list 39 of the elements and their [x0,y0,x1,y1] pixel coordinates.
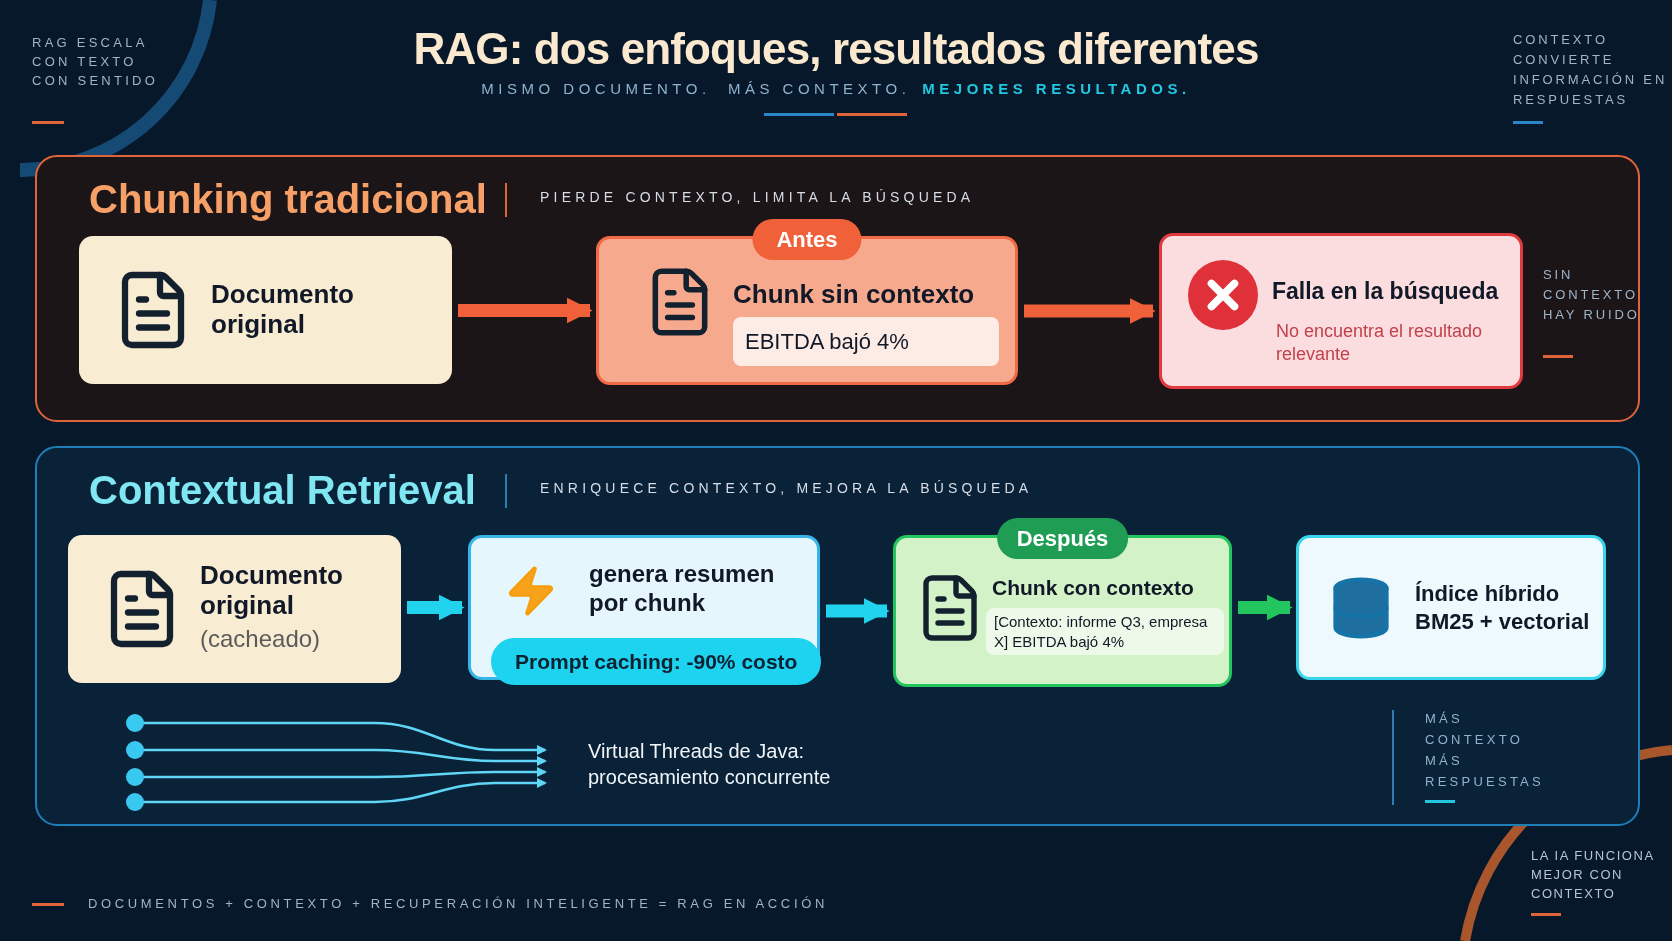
status-badge: Después [996,518,1129,559]
arrow [458,297,593,324]
card-title: Chunk sin contexto [733,278,975,311]
section-subtitle: ENRIQUECE CONTEXTO, MEJORA LA BÚSQUEDA [540,479,1033,498]
arrow [1024,298,1156,324]
arrow [407,594,465,621]
footer-note: DOCUMENTOS + CONTEXTO + RECUPERACIÓN INTELIGENTE = RAG EN ACCIÓN [88,895,828,913]
card-title: Falla en la búsqueda [1272,277,1499,306]
card-title: genera resumen por chunk [589,560,776,618]
arrow [1238,594,1293,621]
side-note: MÁS CONTEXTO MÁS RESPUESTAS [1425,710,1545,791]
side-note: CONTEXTO CONVIERTE INFORMACIÓN EN RESPUESTAS [1513,31,1669,109]
status-badge: Antes [752,219,862,260]
document-card [79,236,452,384]
card-title: Índice híbrido BM25 + vectorial [1415,580,1591,635]
section-heading: Chunking tradicional [89,176,487,223]
error-card [1159,233,1523,389]
card-note: (cacheado) [200,623,322,654]
chunk-text: EBITDA bajó 4% [733,317,999,366]
side-note: RAG ESCALA CON TEXTO CON SENTIDO [32,34,160,90]
side-note: LA IA FUNCIONA MEJOR CON CONTEXTO [1531,847,1655,903]
side-note: SIN CONTEXTO HAY RUIDO [1543,266,1641,324]
document-card [68,535,401,683]
card-title: Documento original [200,561,344,621]
chunk-text: [Contexto: informe Q3, empresa X] EBITDA bajó 4% [986,608,1224,655]
section-panel [35,155,1640,422]
threads-caption: Virtual Threads de Java: procesamiento concurrente [588,739,832,790]
card-title: Chunk con contexto [992,575,1194,601]
subtitle: MISMO DOCUMENTO. MÁS CONTEXTO. [481,79,911,99]
title: RAG: dos enfoques, resultados diferentes [412,23,1260,75]
cost-pill: Prompt caching: -90% costo [491,637,822,685]
section-heading: Contextual Retrieval [89,467,476,514]
section-subtitle: PIERDE CONTEXTO, LIMITA LA BÚSQUEDA [540,188,975,207]
card-title: Documento original [211,280,355,340]
card-note: No encuentra el resultado relevante [1276,320,1484,367]
section-panel [35,446,1640,826]
index-card [1296,535,1606,680]
subtitle-highlight: MEJORES RESULTADOS. [922,79,1191,99]
arrow [826,598,890,624]
